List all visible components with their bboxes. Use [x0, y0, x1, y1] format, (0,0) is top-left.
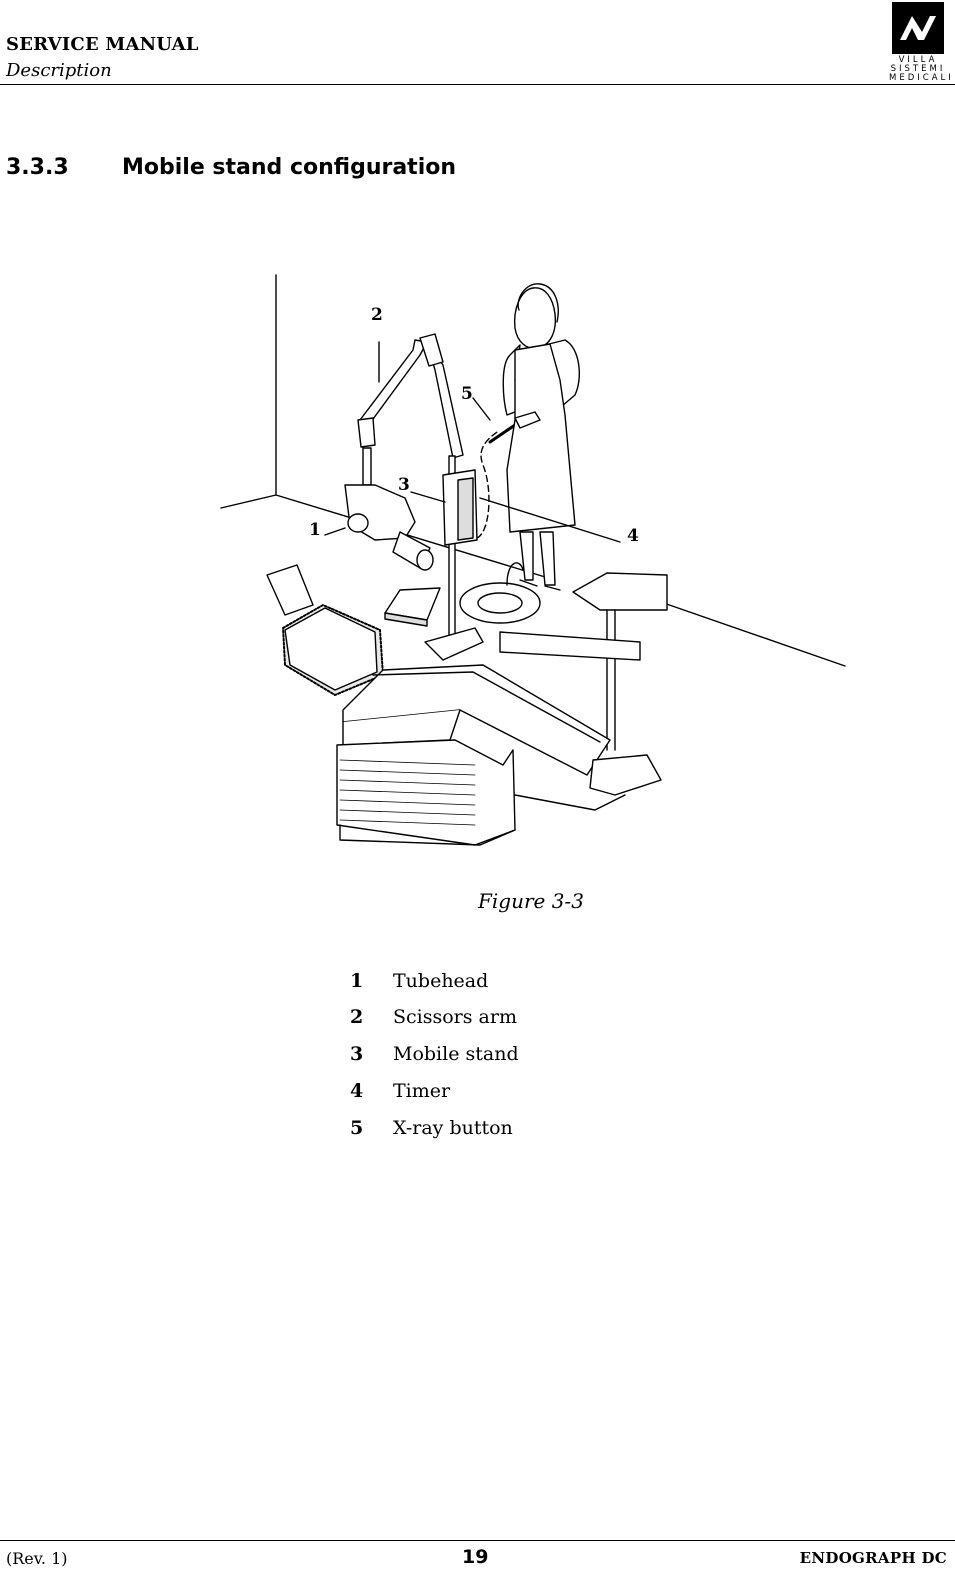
footer-rule: [0, 1540, 955, 1541]
logo-text-line1: VILLA: [898, 55, 938, 65]
legend-number: 1: [350, 970, 364, 992]
legend-number: 5: [350, 1117, 364, 1139]
figure-caption: Figure 3-3: [478, 889, 584, 913]
legend-label: Tubehead: [393, 970, 489, 992]
page-number: 19: [462, 1546, 489, 1568]
logo-mark-icon: [892, 2, 944, 54]
villa-logo: VILLA SISTEMI MEDICALI: [889, 2, 954, 83]
legend-label: X-ray button: [393, 1117, 513, 1139]
logo-text-line3: MEDICALI: [889, 73, 954, 83]
manual-title: SERVICE MANUAL: [6, 34, 199, 55]
callout-3: 3: [398, 475, 410, 495]
callout-1: 1: [309, 520, 321, 540]
section-number: 3.3.3: [6, 155, 69, 180]
callout-2: 2: [371, 305, 383, 325]
header-rule: [0, 84, 955, 85]
legend-label: Scissors arm: [393, 1006, 517, 1028]
dental-unit-illustration: 2 5 3 1 4: [215, 270, 855, 850]
logo-text-line2: SISTEMI: [890, 64, 946, 74]
section-title: Mobile stand configuration: [122, 155, 457, 180]
callout-4: 4: [627, 526, 639, 546]
legend-label: Mobile stand: [393, 1043, 519, 1065]
chapter-subtitle: Description: [6, 60, 112, 81]
legend-label: Timer: [393, 1080, 451, 1102]
product-name: ENDOGRAPH DC: [799, 1549, 947, 1567]
legend-number: 4: [350, 1080, 364, 1102]
callout-5: 5: [461, 384, 473, 404]
legend-number: 3: [350, 1043, 364, 1065]
revision-label: (Rev. 1): [6, 1549, 68, 1568]
legend-number: 2: [350, 1006, 364, 1028]
